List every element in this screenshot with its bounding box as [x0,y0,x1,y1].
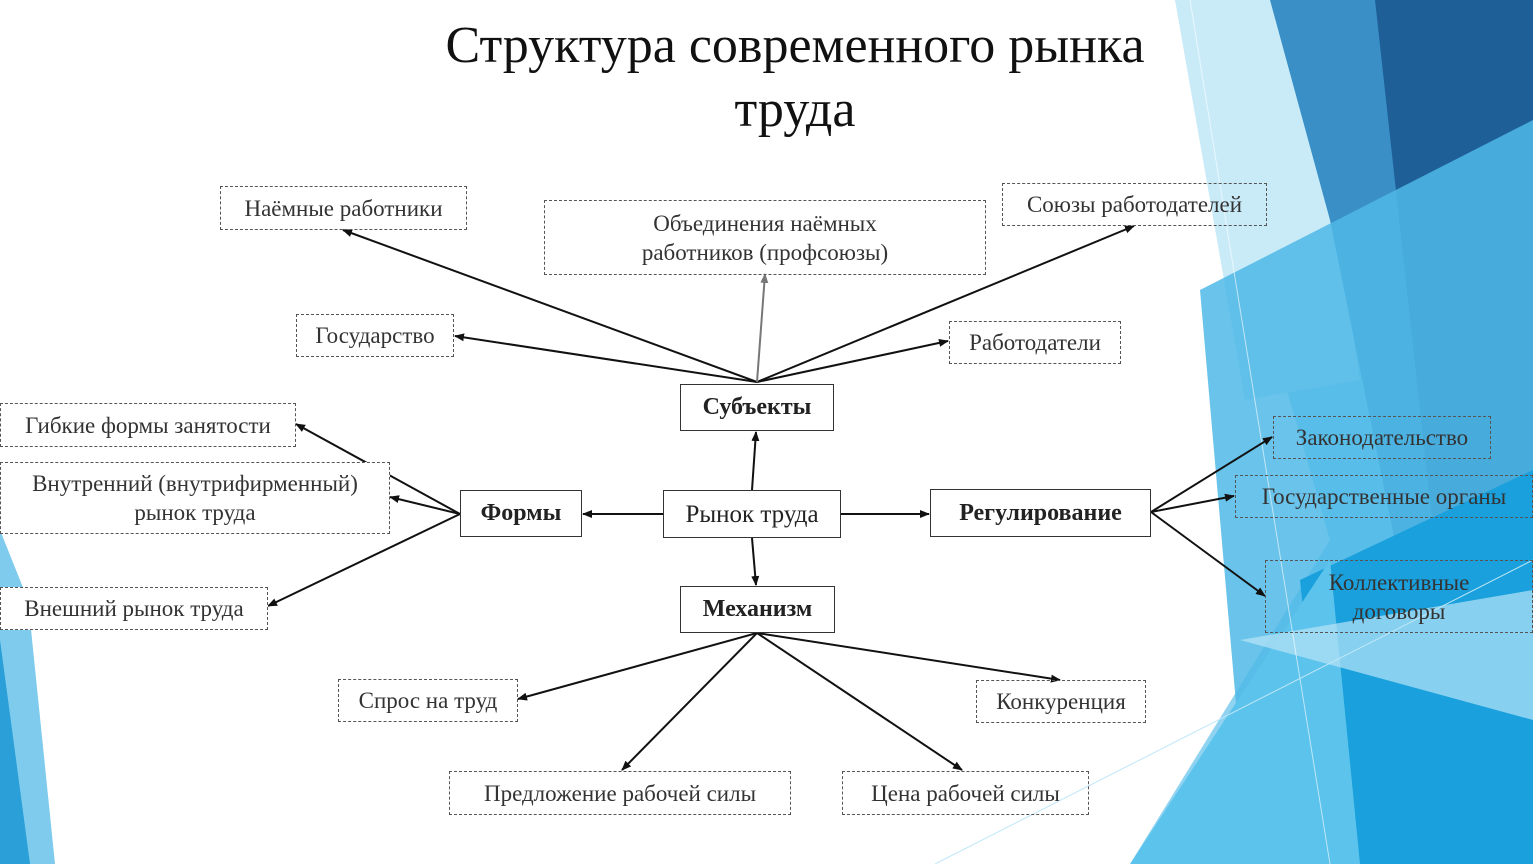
node-employers: Работодатели [949,321,1121,364]
node-subjects: Субъекты [680,384,834,431]
node-collective-agreements-line-1: Коллективные [1328,569,1470,595]
title-line-1: Структура современного рынка [445,17,1145,74]
node-mechanism-label: Механизм [702,596,813,622]
node-regulation: Регулирование [930,489,1151,537]
node-employer-unions-label: Союзы работодателей [1026,192,1243,217]
node-hired-workers: Наёмные работники [220,186,467,230]
node-legislation-label: Законодательство [1295,425,1469,450]
node-forms: Формы [460,490,582,537]
node-forms-label: Формы [480,500,562,526]
node-worker-unions-line-1: Объединения наёмных [653,210,877,236]
node-collective-agreements: Коллективные договоры [1265,560,1533,633]
node-worker-unions-line-2: работников (профсоюзы) [641,239,889,265]
node-hired-workers-label: Наёмные работники [244,195,443,221]
node-state-bodies: Государственные органы [1235,475,1533,518]
node-internal-market: Внутренний (внутрифирменный) рынок труда [0,462,390,534]
node-regulation-label: Регулирование [959,499,1122,526]
node-internal-market-line-2: рынок труда [134,500,256,525]
node-state: Государство [296,314,454,357]
node-labor-supply-label: Предложение рабочей силы [483,780,757,806]
node-flexible-employment: Гибкие формы занятости [0,403,296,447]
slide-title: Структура современного рынка труда [380,14,1210,142]
node-legislation: Законодательство [1273,416,1491,459]
node-employer-unions: Союзы работодателей [1002,183,1267,226]
node-labor-price-label: Цена рабочей силы [871,780,1060,806]
node-competition-label: Конкуренция [996,689,1126,714]
node-collective-agreements-line-2: договоры [1352,598,1446,624]
node-labor-supply: Предложение рабочей силы [449,771,791,815]
node-internal-market-line-1: Внутренний (внутрифирменный) [32,471,358,496]
node-worker-unions: Объединения наёмных работников (профсоюз… [544,200,986,275]
node-employers-label: Работодатели [969,330,1101,355]
node-flexible-employment-label: Гибкие формы занятости [25,412,271,438]
title-line-2: труда [734,81,856,138]
node-state-bodies-label: Государственные органы [1261,484,1507,509]
node-labor-demand: Спрос на труд [338,679,518,722]
node-labor-demand-label: Спрос на труд [358,688,498,713]
node-mechanism: Механизм [680,586,835,633]
node-labor-market: Рынок труда [663,490,841,538]
node-external-market-label: Внешний рынок труда [24,596,244,621]
node-labor-price: Цена рабочей силы [842,771,1089,815]
node-competition: Конкуренция [976,680,1146,723]
node-labor-market-label: Рынок труда [685,500,819,528]
node-external-market: Внешний рынок труда [0,587,268,630]
node-state-label: Государство [315,323,435,348]
node-subjects-label: Субъекты [702,394,812,420]
